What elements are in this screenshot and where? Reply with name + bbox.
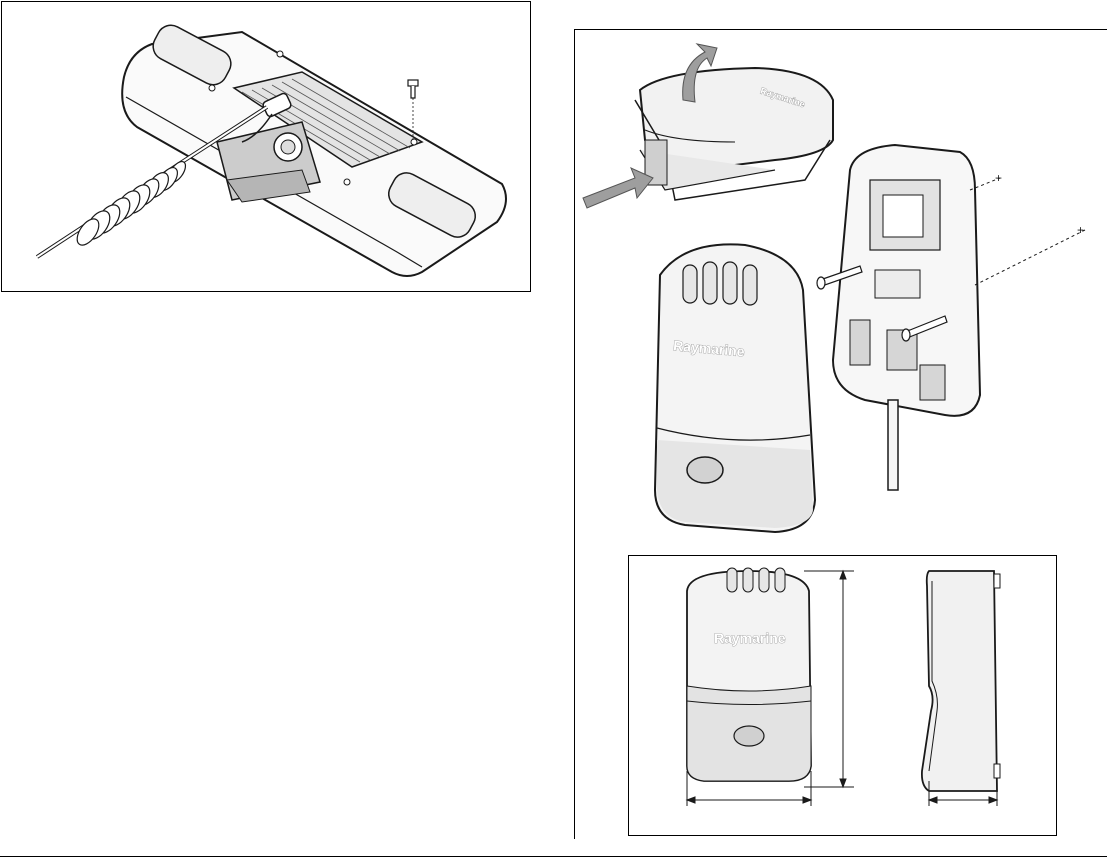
svg-text:+: + (1077, 223, 1084, 237)
left-figure-panel (1, 1, 531, 292)
lid-assembly: Raymarine (635, 68, 833, 200)
cable (888, 400, 898, 490)
dims-brand-label: Raymarine (714, 630, 786, 646)
side-view (922, 571, 1000, 791)
coil-strain-relief (73, 159, 189, 249)
front-view: Raymarine (687, 568, 811, 781)
dimension-illustration: Raymarine (629, 556, 1058, 837)
base-unit-illustration (2, 2, 532, 293)
page-bottom-rule (0, 856, 1107, 857)
front-cover: Raymarine (655, 244, 815, 532)
push-arrow-icon (583, 168, 653, 208)
dimensions-panel: Raymarine (628, 555, 1057, 836)
svg-text:+: + (995, 171, 1002, 185)
mounting-base: + + (833, 145, 1085, 416)
